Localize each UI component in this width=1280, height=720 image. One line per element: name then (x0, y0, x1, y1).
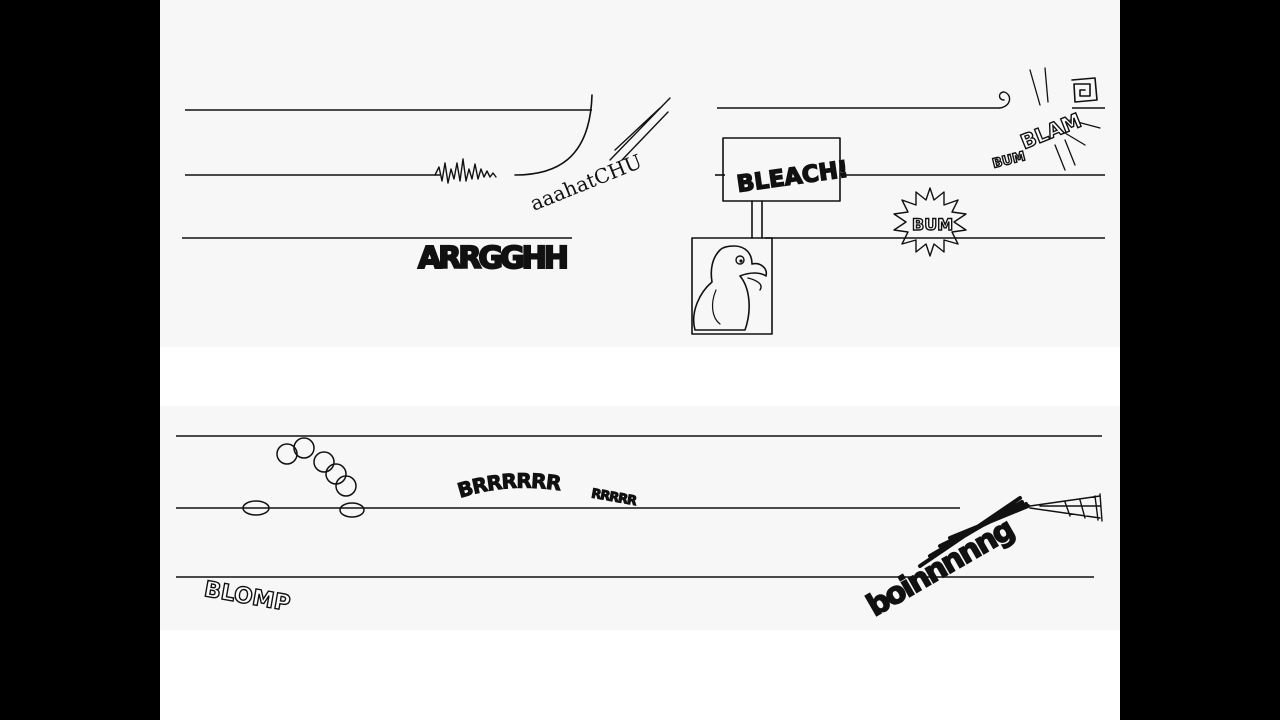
blam-rays (1029, 67, 1101, 171)
spring-lines (1029, 493, 1103, 522)
sneeze-wave (434, 158, 497, 184)
bum-starburst (893, 187, 967, 257)
bleach-sign (722, 137, 841, 202)
bubble-flat (242, 500, 270, 516)
bubble (293, 437, 315, 459)
comic-panel-bottom: BLOMP BRRRRRR RRRRR boinnnnng (160, 406, 1120, 630)
speed-lines (609, 97, 671, 161)
bum-blam-text-2: BLAM (1017, 108, 1085, 154)
bum-text: BUM (912, 215, 953, 234)
boinnng-echo (918, 496, 1030, 568)
brrr-path-text: BRRRRRR (454, 468, 563, 503)
character-eye (735, 255, 745, 265)
bubble-flat (339, 502, 365, 518)
sign-post (751, 200, 763, 239)
character-figure (693, 245, 768, 331)
character-pupil (739, 259, 743, 263)
sneeze-text: aaahatCHU (527, 149, 646, 216)
slide: aaahatCHU ARRGGHH BLEACH! (160, 0, 1120, 720)
bubble (276, 443, 298, 465)
comic-panel-top: aaahatCHU ARRGGHH BLEACH! (160, 0, 1120, 347)
arrgh-text: ARRGGHH (418, 241, 567, 276)
bubble (313, 451, 335, 473)
character-arm (711, 289, 721, 325)
top-panel-drawing: aaahatCHU ARRGGHH BLEACH! (182, 67, 1105, 335)
bleach-text: BLEACH! (735, 157, 850, 198)
bubble (335, 475, 357, 497)
bottom-panel-drawing: BLOMP BRRRRRR RRRRR boinnnnng (176, 435, 1103, 625)
blomp-text: BLOMP (202, 577, 292, 617)
character-tongue (747, 277, 762, 291)
brrr-text: BRRRRRR (455, 469, 562, 503)
bubble (325, 463, 347, 485)
boinnng-text: boinnnnng (861, 512, 1019, 624)
bum-blam-text-1: BUM (991, 149, 1027, 172)
character-box (691, 237, 773, 335)
line-hook (998, 91, 1011, 109)
rising-curve (514, 94, 593, 176)
spiral-icon (1071, 77, 1098, 103)
brrr-text-2: RRRRR (590, 486, 638, 509)
